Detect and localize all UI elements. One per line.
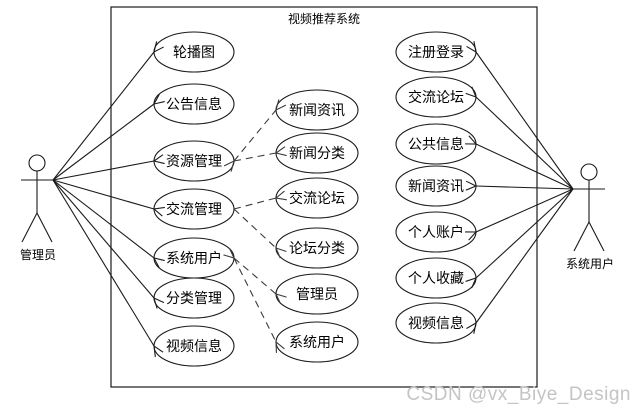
usecase-label-col3-3: 新闻资讯 <box>408 178 464 194</box>
association-line-6 <box>52 179 154 346</box>
usecase-label-col2-5: 系统用户 <box>289 334 345 350</box>
association-line-11 <box>476 188 574 232</box>
dashed-connector-19 <box>233 257 276 342</box>
actor-label-user: 系统用户 <box>566 256 614 271</box>
usecase-label-col2-4: 管理员 <box>296 286 338 302</box>
association-line-0 <box>52 52 154 181</box>
association-line-1 <box>52 104 154 181</box>
usecase-label-col2-3: 论坛分类 <box>289 240 345 256</box>
association-line-5 <box>52 179 154 298</box>
actor-left-leg <box>21 212 38 243</box>
actor-label-admin: 管理员 <box>20 247 56 262</box>
actor-admin: 管理员 <box>20 154 56 262</box>
usecase-label-col3-4: 个人账户 <box>408 224 464 240</box>
actor-head <box>580 163 598 181</box>
watermark: CSDN @vx_Biye_Design <box>406 384 631 405</box>
dashed-connector-15 <box>233 153 276 162</box>
association-line-12 <box>476 188 574 278</box>
actor-right-leg <box>36 212 53 243</box>
actor-user: 系统用户 <box>566 163 614 271</box>
association-line-9 <box>476 144 574 190</box>
usecase-label-col3-0: 注册登录 <box>408 44 464 60</box>
usecase-label-col3-2: 公共信息 <box>408 136 464 152</box>
dashed-connector-18 <box>234 258 276 294</box>
actor-left-leg <box>573 221 590 252</box>
usecase-label-col3-5: 个人收藏 <box>408 270 464 286</box>
association-line-2 <box>52 161 154 181</box>
dashed-connector-16 <box>233 198 276 210</box>
usecase-label-col2-1: 新闻分类 <box>289 145 345 161</box>
dashed-connector-17 <box>233 208 276 248</box>
association-line-3 <box>52 179 154 209</box>
usecase-label-col1-0: 轮播图 <box>173 44 215 60</box>
usecase-label-col3-6: 视频信息 <box>408 315 464 331</box>
actor-right-leg <box>588 221 605 252</box>
usecase-label-col3-1: 交流论坛 <box>408 89 464 105</box>
association-line-7 <box>476 52 574 190</box>
usecase-label-col1-3: 交流管理 <box>166 201 222 217</box>
association-line-8 <box>476 97 574 190</box>
association-line-13 <box>476 188 574 323</box>
dashed-connector-14 <box>234 110 276 161</box>
actor-head <box>28 154 46 172</box>
usecase-label-col1-5: 分类管理 <box>166 290 222 306</box>
usecase-label-col1-6: 视频信息 <box>166 338 222 354</box>
usecase-label-col2-0: 新闻资讯 <box>289 102 345 118</box>
usecase-label-col1-2: 资源管理 <box>166 153 222 169</box>
usecase-label-col2-2: 交流论坛 <box>289 190 345 206</box>
association-line-4 <box>52 179 154 258</box>
system-title: 视频推荐系统 <box>288 11 360 26</box>
usecase-label-col1-4: 系统用户 <box>166 250 222 266</box>
usecase-label-col1-1: 公告信息 <box>166 96 222 112</box>
association-line-10 <box>476 186 574 189</box>
